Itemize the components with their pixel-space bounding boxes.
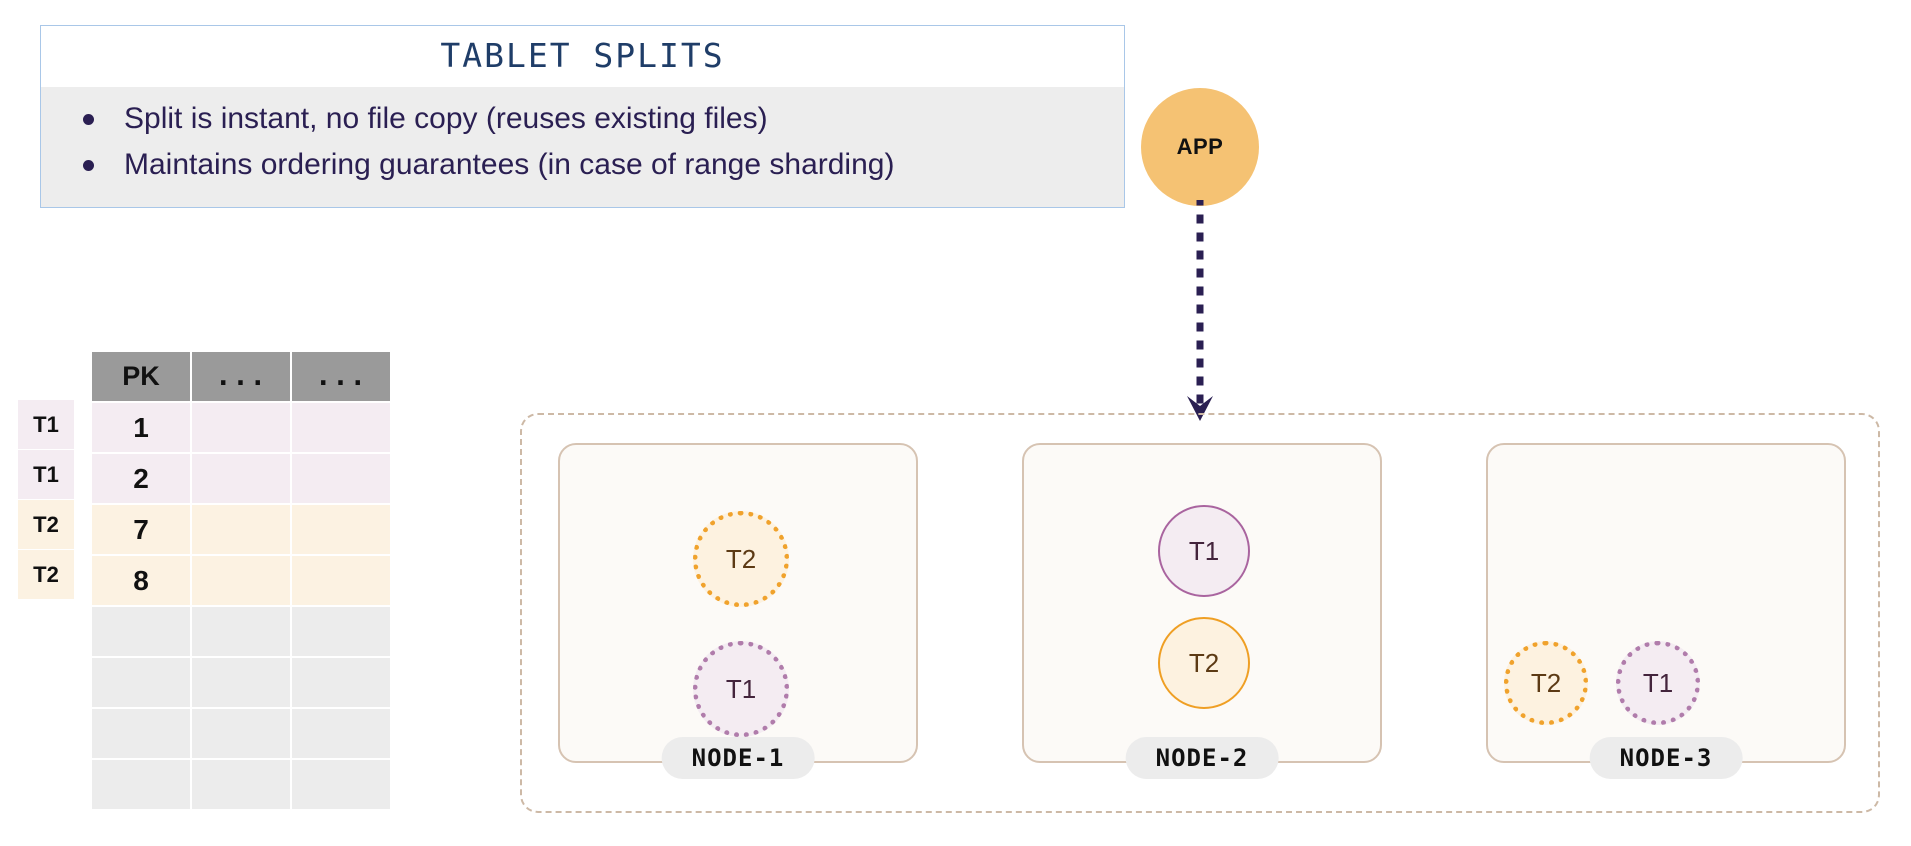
page-title: TABLET SPLITS (440, 36, 725, 75)
tablet-t1-node-2[interactable]: T1 (1158, 505, 1250, 597)
cell-col3 (292, 505, 390, 554)
cell-empty (292, 658, 390, 707)
node-3[interactable]: T2 T1 NODE-3 (1486, 443, 1846, 779)
table-grid: PK ... ... 1 2 7 (92, 352, 392, 811)
list-item: Maintains ordering guarantees (in case o… (61, 143, 1104, 187)
cell-pk: 8 (92, 556, 190, 605)
bullet-list: Split is instant, no file copy (reuses e… (61, 97, 1104, 187)
list-item: Split is instant, no file copy (reuses e… (61, 97, 1104, 141)
table-empty-row (92, 607, 392, 658)
tablet-tag: T2 (18, 500, 74, 549)
cell-empty (192, 760, 290, 809)
cell-pk: 1 (92, 403, 190, 452)
app-to-cluster-arrow-icon (1187, 200, 1213, 421)
cell-pk: 7 (92, 505, 190, 554)
node-3-label: NODE-3 (1589, 737, 1743, 779)
column-header-col2: ... (192, 352, 290, 401)
cell-empty (292, 607, 390, 656)
cell-empty (92, 760, 190, 809)
cell-empty (292, 709, 390, 758)
column-header-pk: PK (92, 352, 190, 401)
cell-col2 (192, 403, 290, 452)
table-empty-rows (92, 607, 392, 811)
table-row: 7 (92, 505, 392, 556)
bullet-text: Split is instant, no file copy (reuses e… (124, 102, 768, 135)
table-empty-row (92, 658, 392, 709)
tablet-t2-node-2[interactable]: T2 (1158, 617, 1250, 709)
tablet-tag: T1 (18, 400, 74, 449)
cell-empty (92, 607, 190, 656)
table-row: 1 (92, 403, 392, 454)
callout-title-bar: TABLET SPLITS (41, 26, 1124, 87)
table-row: 2 (92, 454, 392, 505)
table-empty-row (92, 709, 392, 760)
bullet-dot-icon (83, 160, 94, 172)
cell-empty (292, 760, 390, 809)
cell-col2 (192, 556, 290, 605)
cell-col2 (192, 505, 290, 554)
cell-pk: 2 (92, 454, 190, 503)
tablet-label: T1 (1642, 667, 1674, 698)
cell-empty (192, 658, 290, 707)
tablet-tag: T2 (18, 550, 74, 599)
tablet-t1-node-3[interactable]: T1 (1616, 641, 1700, 725)
cell-col3 (292, 454, 390, 503)
node-1-label: NODE-1 (661, 737, 815, 779)
cell-empty (192, 607, 290, 656)
app-node-label: APP (1176, 134, 1224, 159)
cell-empty (92, 709, 190, 758)
cell-empty (92, 658, 190, 707)
column-header-col3: ... (292, 352, 390, 401)
node-1[interactable]: T2 T1 NODE-1 (558, 443, 918, 779)
cell-col3 (292, 556, 390, 605)
node-2[interactable]: T1 T2 NODE-2 (1022, 443, 1382, 779)
tablet-label: T2 (725, 543, 757, 574)
tablet-label: T1 (1188, 535, 1220, 566)
table-header-row: PK ... ... (92, 352, 392, 403)
cell-col2 (192, 454, 290, 503)
cell-col3 (292, 403, 390, 452)
tablet-t1-node-1[interactable]: T1 (693, 641, 789, 737)
table-row: 8 (92, 556, 392, 607)
tablet-t2-node-1[interactable]: T2 (693, 511, 789, 607)
tablet-label: T2 (1530, 667, 1562, 698)
bullet-text: Maintains ordering guarantees (in case o… (124, 148, 895, 182)
app-node[interactable]: APP (1141, 88, 1259, 206)
tablet-tag: T1 (18, 450, 74, 499)
callout-body: Split is instant, no file copy (reuses e… (41, 87, 1124, 208)
node-cluster: T2 T1 NODE-1 T1 T2 NODE-2 T2 T1 NODE-3 (520, 413, 1880, 813)
tablet-label: T1 (725, 673, 757, 704)
tablet-tag-column: T1 T1 T2 T2 (18, 400, 74, 600)
tablet-label: T2 (1188, 647, 1220, 678)
node-2-label: NODE-2 (1125, 737, 1279, 779)
bullet-dot-icon (83, 114, 94, 125)
table-empty-row (92, 760, 392, 811)
tablet-splits-callout: TABLET SPLITS Split is instant, no file … (40, 25, 1125, 209)
tablet-t2-node-3[interactable]: T2 (1504, 641, 1588, 725)
cell-empty (192, 709, 290, 758)
